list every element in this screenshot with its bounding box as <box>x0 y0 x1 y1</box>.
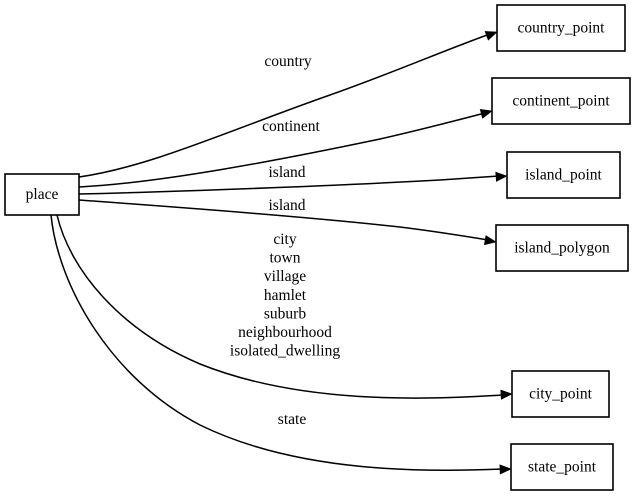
node-label-state_point: state_point <box>528 459 597 476</box>
edge-label-group-country_point: country <box>264 53 312 70</box>
edge-line-place-to-country_point <box>78 33 491 178</box>
node-box-country_point <box>496 4 626 52</box>
edge-label-island: island <box>268 164 305 181</box>
edge-layer <box>50 31 513 475</box>
node-box-state_point <box>510 443 614 491</box>
node-box-continent_point <box>491 77 631 125</box>
node-continent_point[interactable]: continent_point <box>491 77 631 125</box>
edge-place-state_point[interactable] <box>50 214 512 475</box>
edge-label-group-continent_point: continent <box>262 118 320 135</box>
arrowhead-icon <box>479 108 493 119</box>
edge-label-group-island_polygon: island <box>268 197 305 214</box>
node-label-island_point: island_point <box>525 167 602 184</box>
node-label-island_polygon: island_polygon <box>514 240 610 257</box>
node-country_point[interactable]: country_point <box>496 4 626 52</box>
edge-label-country: country <box>264 53 312 70</box>
edge-label-city: city <box>273 231 296 248</box>
edge-label-town: town <box>270 250 301 267</box>
edge-label-island: island <box>268 197 305 214</box>
edge-label-group-state_point: state <box>278 411 307 428</box>
arrowhead-icon <box>499 464 512 475</box>
node-city_point[interactable]: city_point <box>511 370 610 418</box>
edge-label-suburb: suburb <box>264 305 306 322</box>
node-label-place: place <box>26 186 59 203</box>
edge-label-continent: continent <box>262 118 320 135</box>
edge-place-continent_point[interactable] <box>78 108 493 188</box>
edge-line-place-to-island_polygon <box>78 199 489 241</box>
edge-place-island_point[interactable] <box>78 171 508 195</box>
node-box-place <box>4 173 80 216</box>
edge-label-neighbourhood: neighbourhood <box>238 324 332 341</box>
arrowhead-icon <box>495 171 508 182</box>
edge-line-place-to-island_point <box>78 175 500 195</box>
node-label-continent_point: continent_point <box>512 93 610 110</box>
edge-label-layer: country continent island island city townvill… <box>230 53 340 428</box>
node-label-city_point: city_point <box>529 386 593 403</box>
node-box-island_polygon <box>495 224 629 272</box>
node-box-island_point <box>506 151 621 199</box>
edge-place-country_point[interactable] <box>78 31 498 178</box>
node-state_point[interactable]: state_point <box>510 443 614 491</box>
arrowhead-icon <box>484 235 497 246</box>
node-island_polygon[interactable]: island_polygon <box>495 224 629 272</box>
edge-place-island_polygon[interactable] <box>78 199 497 246</box>
edge-line-place-to-city_point <box>56 214 505 399</box>
arrowhead-icon <box>484 31 498 41</box>
edge-line-place-to-state_point <box>50 214 504 472</box>
node-place[interactable]: place <box>4 173 80 216</box>
node-island_point[interactable]: island_point <box>506 151 621 199</box>
node-box-city_point <box>511 370 610 418</box>
edge-label-hamlet: hamlet <box>264 287 307 304</box>
node-label-country_point: country_point <box>518 20 606 37</box>
edge-line-place-to-continent_point <box>78 112 486 188</box>
edge-place-city_point[interactable] <box>56 214 513 400</box>
edge-label-group-island_point: island <box>268 164 305 181</box>
edge-label-state: state <box>278 411 307 428</box>
edge-label-isolated-dwelling: isolated_dwelling <box>230 343 340 360</box>
edge-label-village: village <box>264 268 306 285</box>
node-layer: place country_point continent_point island_… <box>4 4 631 491</box>
arrowhead-icon <box>500 389 513 400</box>
